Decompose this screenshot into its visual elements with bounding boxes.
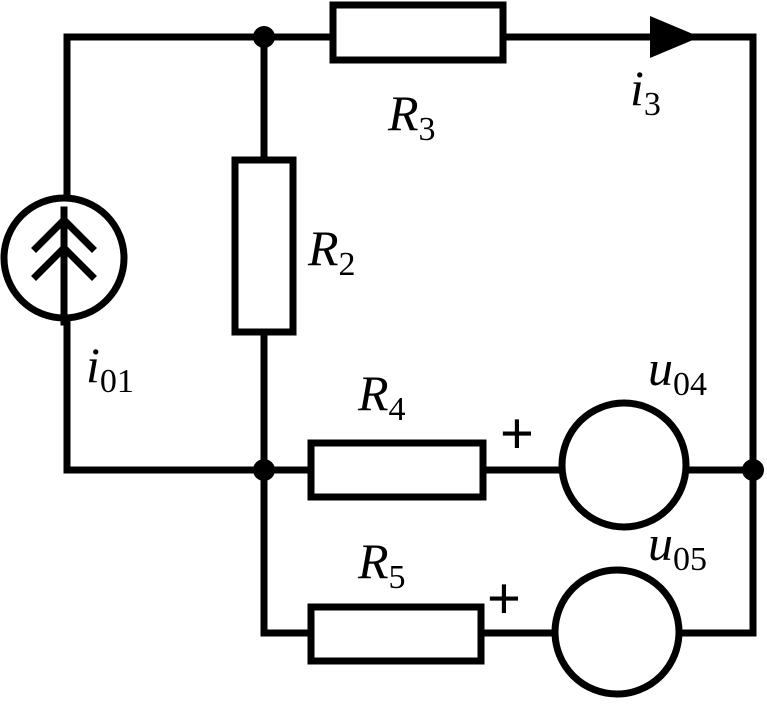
current-arrow-i3-icon — [650, 16, 700, 58]
resistor-r2 — [231, 156, 297, 336]
wire-lower-left — [260, 466, 312, 637]
label-r4: R4 — [357, 365, 406, 428]
resistor-r4 — [307, 439, 487, 501]
resistor-r5 — [307, 603, 485, 665]
junction-node-top — [253, 26, 275, 48]
label-i01: i01 — [86, 337, 134, 400]
voltage-source-u04 — [558, 399, 690, 531]
label-r2: R2 — [307, 220, 356, 283]
junction-node-right — [742, 459, 764, 481]
voltage-source-u05 — [551, 566, 683, 698]
label-r5: R5 — [357, 533, 406, 596]
resistor-r3 — [329, 1, 507, 64]
wires — [63, 33, 757, 637]
wire-top-right — [496, 33, 757, 474]
wire-u05-to-right — [675, 466, 757, 637]
polarity-plus-u05: + — [487, 566, 521, 631]
label-i3: i3 — [630, 60, 661, 123]
label-u05: u05 — [648, 515, 707, 578]
label-u04: u04 — [648, 340, 707, 403]
wire-left — [63, 33, 334, 474]
current-source-i01 — [0, 194, 128, 326]
label-r3: R3 — [387, 85, 436, 148]
junction-node-left — [253, 459, 275, 481]
polarity-plus-u04: + — [500, 401, 534, 466]
